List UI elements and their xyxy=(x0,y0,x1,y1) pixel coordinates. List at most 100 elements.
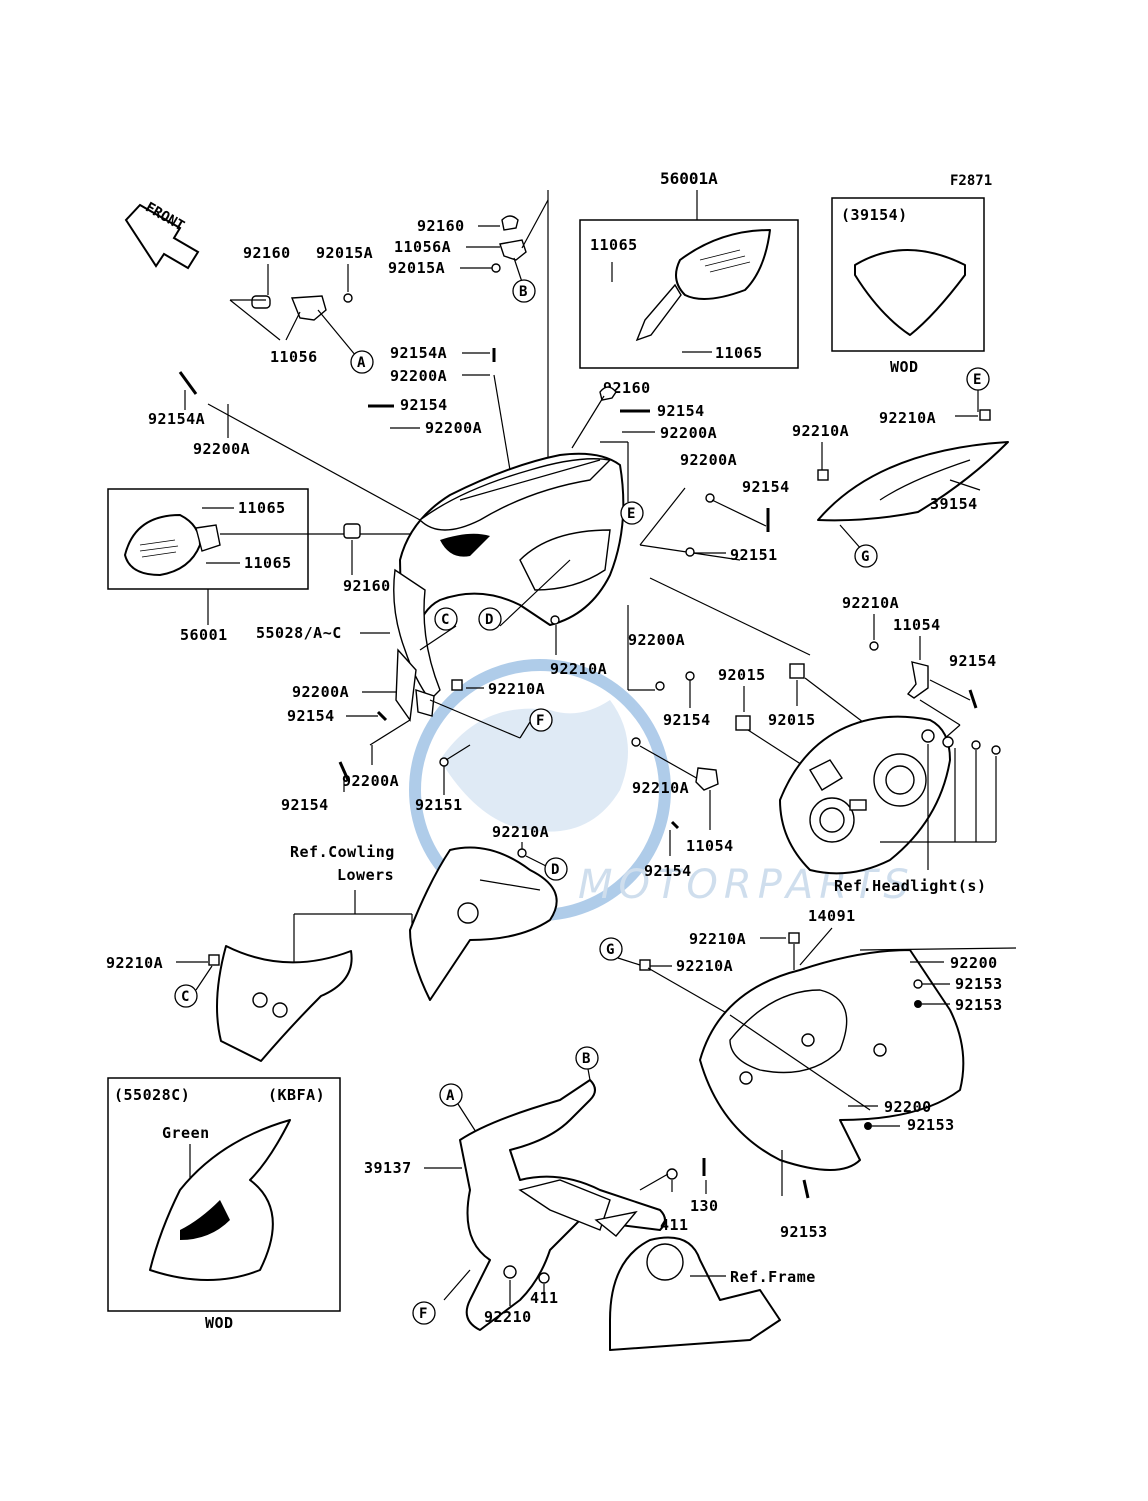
label-92210A-d: 92210A xyxy=(488,680,545,698)
label-411-a: 411 xyxy=(660,1216,689,1234)
label-92015A-b: 92015A xyxy=(388,259,445,277)
cowling-variant-header-left: (55028C) xyxy=(114,1086,190,1104)
cowling-variant-box xyxy=(107,1077,341,1312)
label-92154-d: 92154 xyxy=(287,707,335,725)
callout-d-upper-text: D xyxy=(485,612,493,628)
front-arrow: FRONT xyxy=(124,199,200,270)
label-92153-a: 92153 xyxy=(955,975,1003,993)
frame-reference xyxy=(609,1236,781,1351)
label-11054-b: 11054 xyxy=(686,837,734,855)
bracket-part-11056 xyxy=(290,295,327,321)
callout-g-lower-text: G xyxy=(606,942,614,958)
ref-cowling-label-1: Ref.Cowling xyxy=(290,843,395,861)
mirror-right-label-2: 11065 xyxy=(715,344,763,362)
figure-code: F2871 xyxy=(950,173,992,189)
mirror-right-box xyxy=(579,219,799,369)
windshield-part xyxy=(817,441,1009,522)
label-92210: 92210 xyxy=(484,1308,532,1326)
callout-b-lower-text: B xyxy=(582,1051,590,1067)
mirror-right-icon xyxy=(675,229,771,300)
mirror-left-icon xyxy=(124,514,201,576)
ref-cowling-label-2: Lowers xyxy=(337,866,394,884)
label-92210A-b: 92210A xyxy=(879,409,936,427)
callout-b-top xyxy=(512,279,536,303)
callout-b-top-text: B xyxy=(519,284,527,300)
callout-g-right-text: G xyxy=(861,549,869,565)
callout-a-lower-text: A xyxy=(446,1088,455,1104)
label-92210A-c: 92210A xyxy=(792,422,849,440)
mirror-left-part-no: 56001 xyxy=(180,626,228,644)
windshield-variant-box xyxy=(831,197,985,352)
callout-c-upper xyxy=(434,607,458,631)
label-92160-c: 92160 xyxy=(343,577,391,595)
bracket-part-92160 xyxy=(251,295,271,309)
callout-c-lower xyxy=(174,984,198,1008)
label-92154-c: 92154 xyxy=(742,478,790,496)
label-92153-d: 92153 xyxy=(780,1223,828,1241)
label-92200A-g: 92200A xyxy=(342,772,399,790)
callout-b-lower xyxy=(575,1046,599,1070)
label-11056: 11056 xyxy=(270,348,318,366)
label-411-b: 411 xyxy=(530,1289,559,1307)
label-92210A-a: 92210A xyxy=(550,660,607,678)
callout-e-right-text: E xyxy=(973,372,981,388)
callout-f-lower xyxy=(412,1301,436,1325)
label-92015-b: 92015 xyxy=(768,711,816,729)
label-39154: 39154 xyxy=(930,495,978,513)
windshield-variant-icon xyxy=(854,249,966,336)
label-14091: 14091 xyxy=(808,907,856,925)
label-130: 130 xyxy=(690,1197,719,1215)
label-92154-h: 92154 xyxy=(644,862,692,880)
callout-d-lower-text: D xyxy=(551,862,559,878)
callout-g-lower xyxy=(599,937,623,961)
label-92153-c: 92153 xyxy=(907,1116,955,1134)
mirror-right-part-no: 56001A xyxy=(660,169,718,188)
upper-cowling xyxy=(393,452,625,702)
callout-g-right xyxy=(854,544,878,568)
label-92210A-g: 92210A xyxy=(492,823,549,841)
label-39137: 39137 xyxy=(364,1159,412,1177)
callout-c-lower-text: C xyxy=(181,989,189,1005)
mirror-left-label-1: 11065 xyxy=(238,499,286,517)
callout-a-top xyxy=(350,350,374,374)
label-92154-b: 92154 xyxy=(657,402,705,420)
callout-f-lower-text: F xyxy=(419,1306,427,1322)
callout-c-upper-text: C xyxy=(441,612,449,628)
inner-fairing xyxy=(699,949,965,1171)
callout-e-mid-text: E xyxy=(627,506,635,522)
label-92015A-a: 92015A xyxy=(316,244,373,262)
callout-a-lower xyxy=(439,1083,463,1107)
callout-e-mid xyxy=(620,501,644,525)
ref-frame-label: Ref.Frame xyxy=(730,1268,816,1286)
callout-d-upper xyxy=(478,607,502,631)
headlight-assembly xyxy=(779,715,951,875)
label-92160-b: 92160 xyxy=(417,217,465,235)
label-92200-b: 92200 xyxy=(884,1098,932,1116)
cowling-lower-right xyxy=(409,846,558,1001)
label-92153-b: 92153 xyxy=(955,996,1003,1014)
callout-f-mid-text: F xyxy=(536,713,544,729)
label-92154-a: 92154 xyxy=(400,396,448,414)
label-92210A-i: 92210A xyxy=(689,930,746,948)
cowling-variant-group: (55028C) (KBFA) Green WOD xyxy=(107,1077,341,1332)
label-92200A-a: 92200A xyxy=(390,367,447,385)
label-92210A-e: 92210A xyxy=(842,594,899,612)
windshield-variant-footer: WOD xyxy=(890,358,919,376)
label-92154A-b: 92154A xyxy=(148,410,205,428)
label-11056A: 11056A xyxy=(394,238,451,256)
mirror-left-group: 11065 11065 56001 xyxy=(107,488,345,644)
label-92154-f: 92154 xyxy=(663,711,711,729)
label-92151-b: 92151 xyxy=(415,796,463,814)
label-92210A-f: 92210A xyxy=(632,779,689,797)
label-55028: 55028/A~C xyxy=(256,624,342,642)
cowling-variant-header-right: (KBFA) xyxy=(268,1086,325,1104)
cowling-variant-icon xyxy=(149,1119,291,1281)
label-92160-a: 92160 xyxy=(243,244,291,262)
label-92200A-f: 92200A xyxy=(292,683,349,701)
label-92154-g: 92154 xyxy=(949,652,997,670)
label-92210A-h: 92210A xyxy=(106,954,163,972)
label-92200A-c: 92200A xyxy=(425,419,482,437)
callout-d-lower xyxy=(544,857,568,881)
windshield-variant-group: (39154) WOD xyxy=(831,197,985,376)
label-92200A-h: 92200A xyxy=(628,631,685,649)
